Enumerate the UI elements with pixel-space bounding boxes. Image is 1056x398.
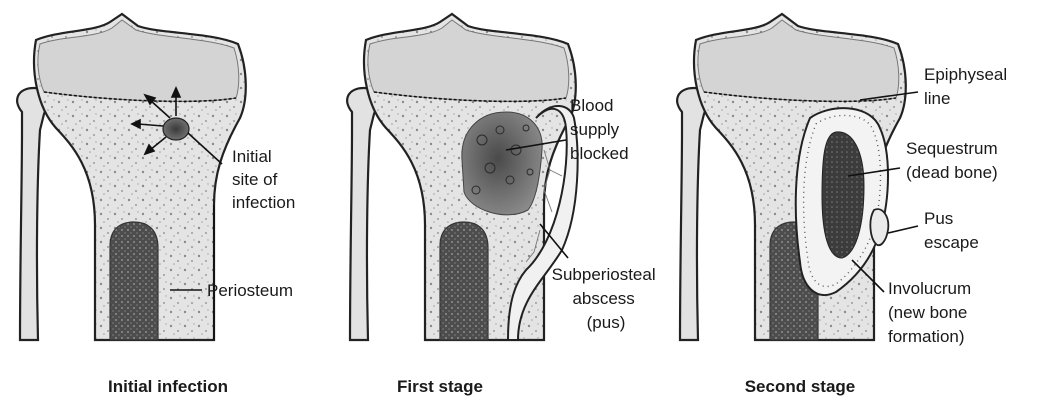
label-sequestrum: Sequestrum (dead bone) (906, 139, 1002, 182)
label-abscess: Subperiosteal abscess (pus) (552, 265, 661, 332)
infection-site (163, 118, 189, 140)
panel-initial-infection: Initial site of infection Periosteum Ini… (17, 14, 295, 396)
caption-first-stage: First stage (397, 377, 483, 396)
label-initial-site: Initial site of infection (232, 147, 295, 212)
pus-escape-sinus (870, 209, 888, 245)
label-pus-escape: Pus escape (924, 209, 979, 252)
caption-initial-infection: Initial infection (108, 377, 228, 396)
marrow-cavity (110, 222, 158, 340)
label-periosteum: Periosteum (207, 281, 293, 300)
marrow-cavity (440, 222, 488, 340)
fibula-bone (677, 88, 707, 340)
label-blood-supply: Blood supply blocked (570, 96, 629, 163)
fibula-bone (17, 88, 47, 340)
label-involucrum: Involucrum (new bone formation) (888, 279, 976, 346)
panel-second-stage: Epiphyseal line Sequestrum (dead bone) P… (677, 14, 1012, 396)
label-epiphyseal: Epiphyseal line (924, 65, 1012, 108)
caption-second-stage: Second stage (745, 377, 856, 396)
blocked-area (462, 112, 542, 215)
panel-first-stage: Blood supply blocked Subperiosteal absce… (347, 14, 660, 396)
fibula-bone (347, 88, 377, 340)
